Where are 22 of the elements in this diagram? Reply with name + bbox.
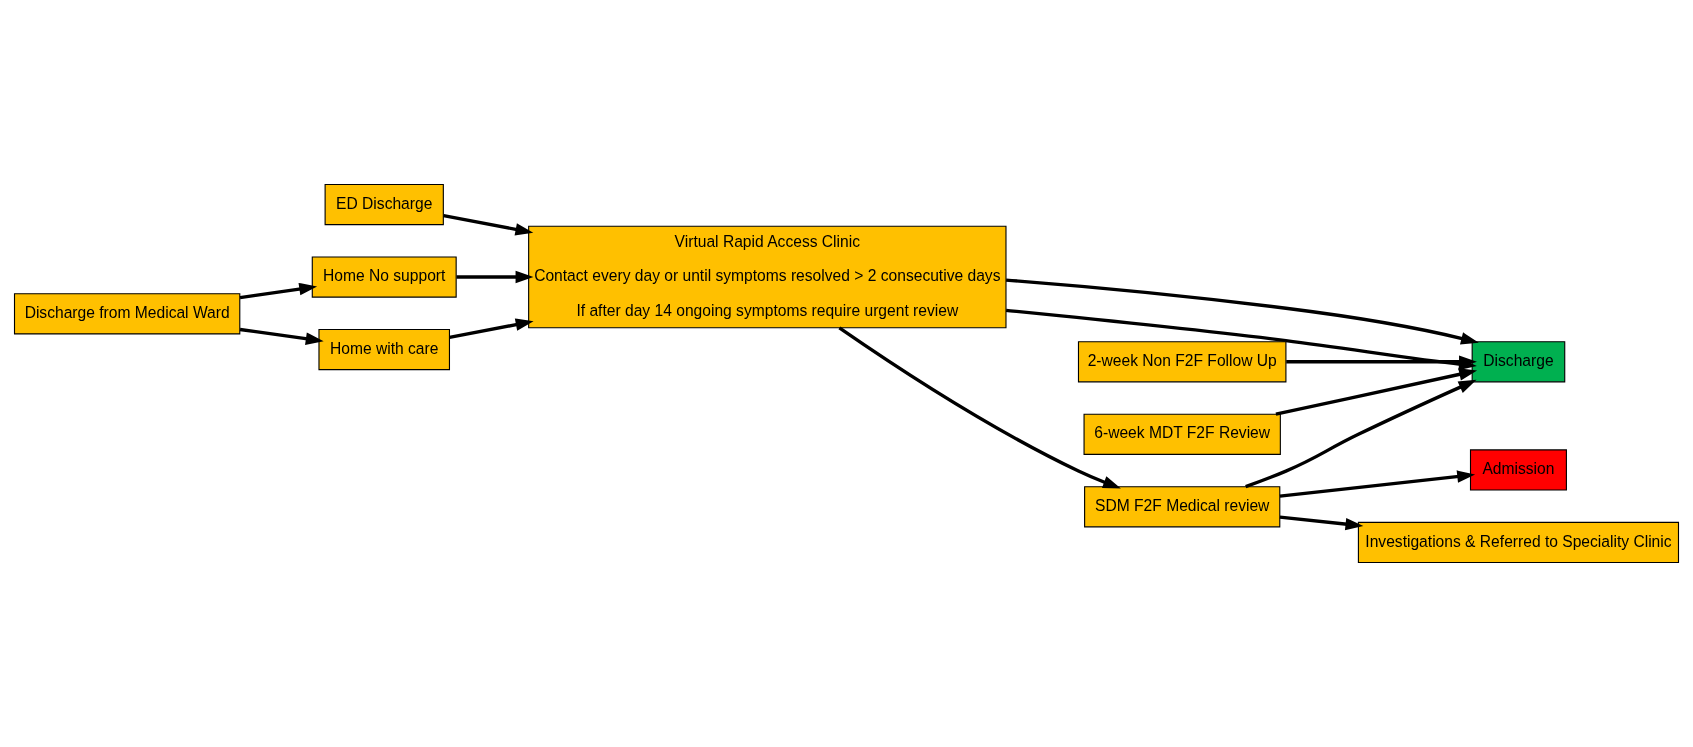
node-box: Home with care bbox=[318, 328, 450, 371]
arrow bbox=[838, 326, 1121, 489]
arrow bbox=[239, 282, 318, 300]
node-box: SDM F2F Medical review bbox=[1084, 486, 1281, 528]
node-box: 6-week MDT F2F Review bbox=[1083, 413, 1281, 455]
node-box: ED Discharge bbox=[324, 183, 444, 226]
arrow bbox=[449, 318, 534, 339]
arrow bbox=[239, 327, 324, 345]
node-box: Discharge bbox=[1471, 341, 1566, 383]
node-box: 2-week Non F2F Follow Up bbox=[1077, 341, 1287, 383]
node-box: Virtual Rapid Access Clinic Contact every day or until symptoms resolved > 2 consecutive days If after day 14 ongoing symptoms require urgent review bbox=[528, 225, 1007, 329]
node-box: Admission bbox=[1469, 449, 1567, 491]
node-box: Home No support bbox=[311, 256, 457, 298]
arrow bbox=[456, 270, 534, 284]
node-box: Investigations & Referred to Speciality Clinic bbox=[1357, 521, 1680, 564]
arrow bbox=[1245, 379, 1477, 489]
arrow bbox=[1006, 278, 1479, 345]
arrow bbox=[443, 213, 534, 236]
arrow bbox=[1275, 368, 1478, 416]
arrow bbox=[1279, 470, 1476, 498]
arrow bbox=[1279, 515, 1364, 531]
node-box: Discharge from Medical Ward bbox=[13, 293, 241, 335]
